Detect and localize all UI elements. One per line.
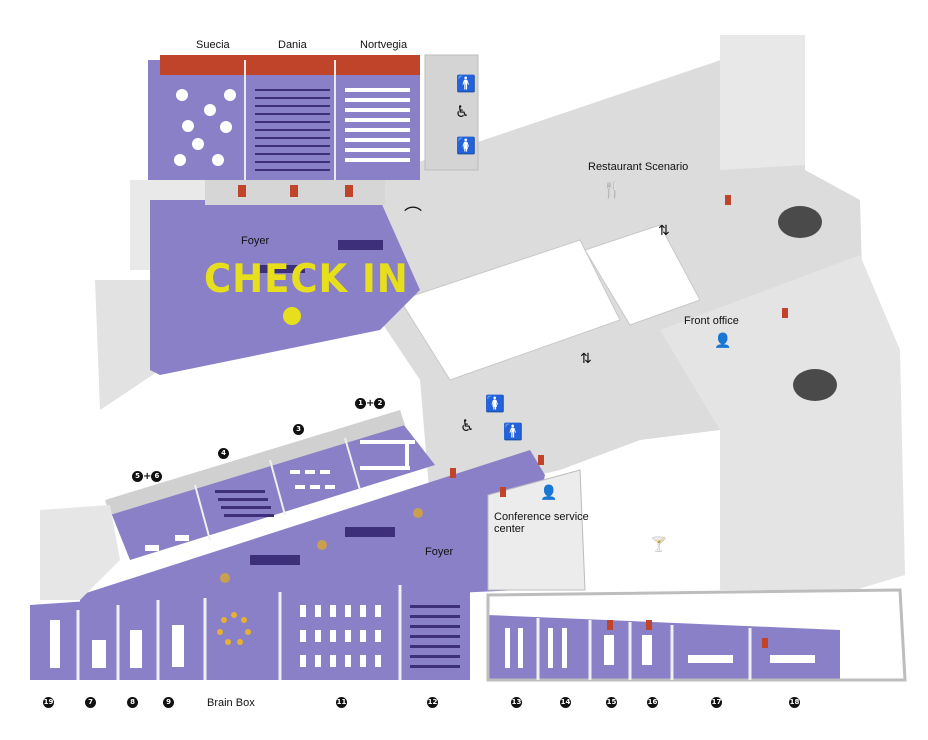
floor-wide-right bbox=[660, 255, 905, 590]
person-icon: 🚺 bbox=[485, 394, 505, 413]
room-number-17: 17 bbox=[711, 697, 722, 708]
brain-box-seats bbox=[217, 612, 251, 645]
room-number-14: 14 bbox=[560, 697, 571, 708]
person-icon: 🚺 bbox=[456, 136, 476, 155]
atrium-void-2 bbox=[584, 224, 701, 326]
room-number-4: 4 bbox=[218, 448, 229, 459]
elevator-icon: ⇅ bbox=[580, 351, 592, 367]
bottom-rooms-floor-right bbox=[488, 615, 840, 680]
room-number-8: 8 bbox=[127, 697, 138, 708]
area-label-foyer-top: Foyer bbox=[241, 235, 270, 247]
area-label-restaurant: Restaurant Scenario bbox=[588, 161, 689, 173]
foyer-top-doors bbox=[238, 185, 353, 197]
person-icon: 🚹 bbox=[456, 74, 476, 93]
room-label-suecia: Suecia bbox=[196, 39, 230, 51]
bottom-room-tables bbox=[50, 605, 815, 668]
room-number-9: 9 bbox=[163, 697, 174, 708]
room-12-seating bbox=[410, 605, 460, 668]
service-desk-icon: 👤 bbox=[540, 485, 558, 501]
wall-left-block bbox=[95, 280, 160, 410]
person-icon: 🚹 bbox=[503, 422, 523, 441]
area-label-conference-line2: center bbox=[494, 523, 525, 535]
area-label-front-office: Front office bbox=[684, 315, 739, 327]
area-label-foyer-bottom: Foyer bbox=[425, 546, 454, 558]
room-number-13: 13 bbox=[511, 697, 522, 708]
foyer-bottom-floor bbox=[80, 450, 545, 610]
room-number-1-2: 1+2 bbox=[355, 398, 386, 409]
wheelchair-icon: ♿ bbox=[460, 416, 475, 435]
room-number-3: 3 bbox=[293, 424, 304, 435]
nortvegia-tables bbox=[345, 88, 410, 162]
toilet-block-top bbox=[424, 54, 479, 171]
front-office-icon: 👤 bbox=[714, 333, 732, 349]
foyer-top-furniture bbox=[260, 240, 383, 273]
room-4-seating bbox=[215, 490, 274, 517]
foyer-bottom-furniture bbox=[250, 527, 395, 565]
checkin-label: CHECK IN bbox=[204, 257, 409, 302]
floor-right-top bbox=[720, 35, 805, 170]
area-label-brain-box: Brain Box bbox=[207, 697, 255, 709]
room-number-19: 19 bbox=[43, 697, 54, 708]
elevator-icon: ⇅ bbox=[658, 223, 670, 239]
atrium-void bbox=[399, 239, 621, 381]
room-number-11: 11 bbox=[336, 697, 347, 708]
room-label-nortvegia: Nortvegia bbox=[360, 39, 408, 51]
terrace-table-top bbox=[778, 206, 822, 238]
cloakroom-icon: ⌒ bbox=[404, 206, 422, 227]
area-label-conference-line1: Conference service bbox=[494, 511, 589, 523]
conference-service-center-area bbox=[487, 469, 586, 591]
rooms-1-6-dividers bbox=[194, 437, 361, 541]
checkin-dot bbox=[283, 307, 301, 325]
restaurant-icon: 🍴 bbox=[602, 180, 622, 199]
rooms-1-6-floor bbox=[110, 420, 435, 560]
foyer-bottom-tables bbox=[220, 508, 423, 583]
dania-seating bbox=[255, 89, 330, 171]
bar-icon: 🍸 bbox=[650, 537, 668, 553]
rooms-1-6-furniture bbox=[145, 440, 415, 551]
rooms-1-6-wall bbox=[105, 410, 405, 515]
foyer-left-wall bbox=[40, 505, 120, 600]
room-number-16: 16 bbox=[647, 697, 658, 708]
room-number-5-6: 5+6 bbox=[132, 471, 163, 482]
wheelchair-icon: ♿ bbox=[455, 102, 470, 121]
top-rooms-wall bbox=[160, 55, 420, 75]
terrace-table-bottom bbox=[793, 369, 837, 401]
bottom-rooms-right-wall bbox=[486, 588, 907, 682]
suecia-round-tables bbox=[174, 89, 236, 166]
door-markers bbox=[450, 195, 788, 648]
room-number-18: 18 bbox=[789, 697, 800, 708]
room-number-12: 12 bbox=[427, 697, 438, 708]
room-number-15: 15 bbox=[606, 697, 617, 708]
bottom-room-dividers bbox=[76, 585, 752, 680]
room-label-dania: Dania bbox=[278, 39, 307, 51]
room-number-7: 7 bbox=[85, 697, 96, 708]
